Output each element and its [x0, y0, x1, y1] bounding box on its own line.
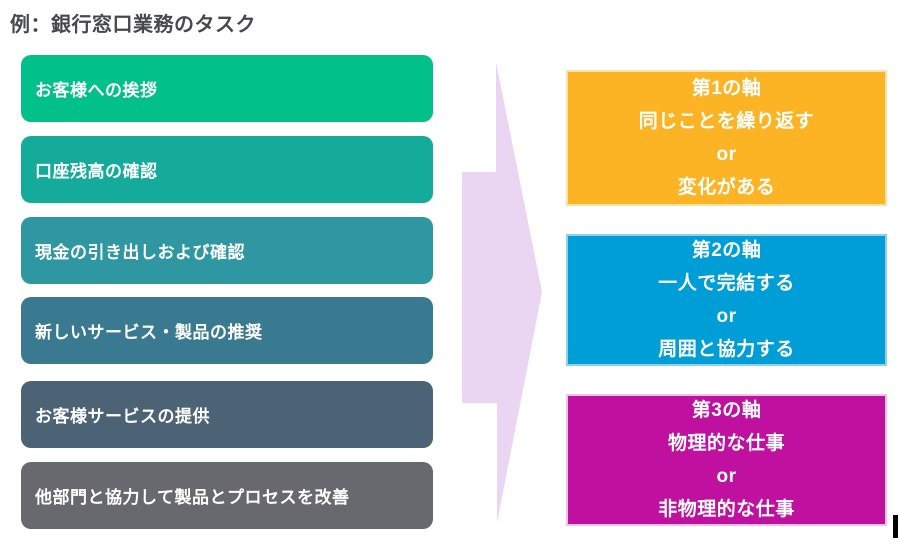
task-box-cash-withdrawal: 現金の引き出しおよび確認 [21, 217, 433, 284]
task-label: お客様への挨拶 [35, 81, 158, 100]
edge-artifact [893, 515, 898, 538]
axis-option-a: 同じことを繰り返す [638, 111, 815, 132]
axis-or-label: or [716, 466, 737, 487]
axis-title: 第1の軸 [691, 78, 762, 99]
axis-box-1: 第1の軸 同じことを繰り返す or 変化がある [566, 70, 887, 206]
task-label: 他部門と協力して製品とプロセスを改善 [35, 488, 350, 507]
task-box-recommend-products: 新しいサービス・製品の推奨 [21, 297, 433, 364]
axis-option-b: 変化がある [677, 177, 776, 198]
task-box-customer-service: お客様サービスの提供 [21, 381, 433, 448]
task-box-improve-process: 他部門と協力して製品とプロセスを改善 [21, 462, 433, 529]
task-label: 新しいサービス・製品の推奨 [35, 323, 263, 342]
axis-option-b: 周囲と協力する [658, 339, 795, 360]
task-box-balance-check: 口座残高の確認 [21, 136, 433, 203]
task-label: 口座残高の確認 [35, 162, 158, 181]
right-arrow-icon [462, 62, 542, 523]
axis-or-label: or [716, 144, 737, 165]
axis-box-3: 第3の軸 物理的な仕事 or 非物理的な仕事 [566, 394, 887, 526]
right-arrow-shape [462, 62, 542, 523]
axis-title: 第3の軸 [691, 400, 762, 421]
task-box-greeting: お客様への挨拶 [21, 55, 433, 122]
axis-option-b: 非物理的な仕事 [658, 499, 795, 520]
page-title: 例：銀行窓口業務のタスク [10, 14, 256, 36]
axis-option-a: 物理的な仕事 [667, 433, 785, 454]
axis-option-a: 一人で完結する [658, 273, 795, 294]
task-label: お客様サービスの提供 [35, 407, 210, 426]
axis-title: 第2の軸 [691, 240, 762, 261]
task-label: 現金の引き出しおよび確認 [35, 243, 245, 262]
axis-or-label: or [716, 306, 737, 327]
axis-box-2: 第2の軸 一人で完結する or 周囲と協力する [566, 234, 887, 366]
